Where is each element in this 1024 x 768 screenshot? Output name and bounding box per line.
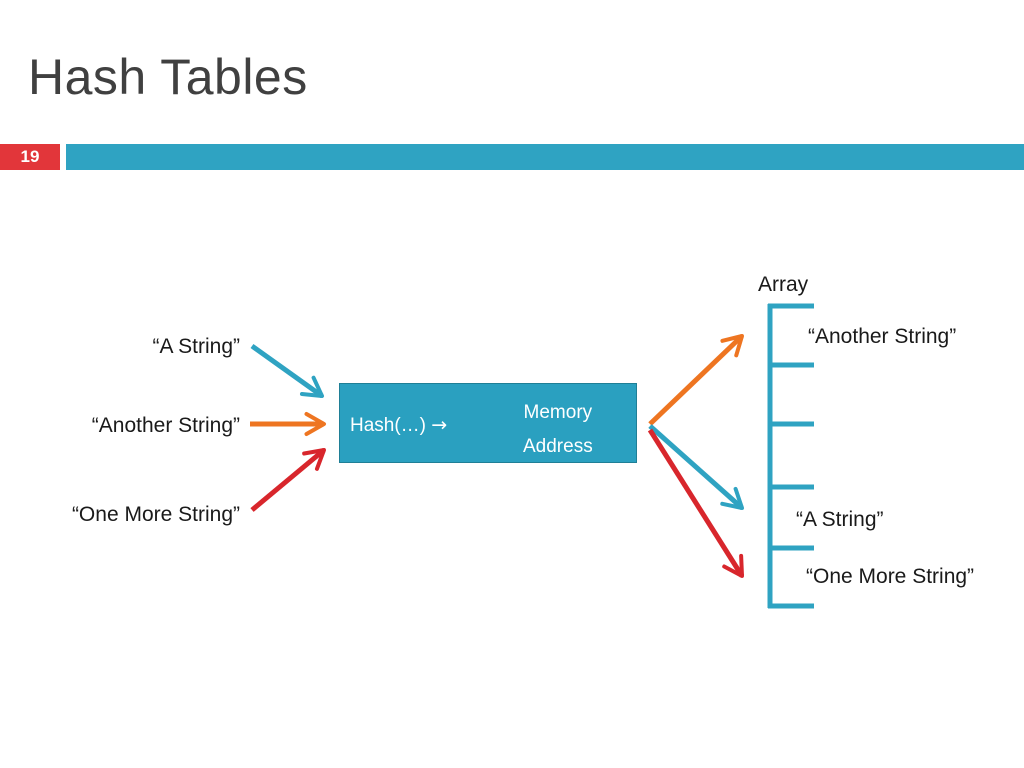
array-slot-3: “A String”	[796, 508, 884, 531]
arrow-a-string-out	[648, 424, 744, 510]
array-slot-0: “Another String”	[808, 325, 957, 348]
input-label-one-more-string: “One More String”	[71, 503, 240, 526]
hash-function-text: Hash(…)	[350, 415, 432, 436]
array-slot-4: “One More String”	[806, 565, 975, 588]
array-title: Array	[758, 273, 809, 296]
header-accent-bar	[66, 144, 1024, 170]
memory-address-line2: Address	[523, 436, 593, 457]
memory-address-label: Memory Address	[523, 396, 593, 464]
memory-address-line1: Memory	[523, 402, 593, 423]
arrow-one-more-string-out	[647, 428, 745, 578]
right-arrow-icon: →	[431, 414, 448, 436]
arrow-one-more-string-in	[250, 448, 326, 512]
input-label-a-string: “A String”	[152, 335, 240, 358]
hash-function-label: Hash(…) →	[350, 414, 447, 437]
slide-number: 19	[0, 144, 60, 170]
arrow-another-string-out	[648, 334, 744, 426]
arrow-a-string-in	[250, 343, 324, 399]
hash-function-box: Hash(…) → Memory Address	[339, 383, 637, 463]
slide-title: Hash Tables	[28, 49, 308, 105]
input-label-another-string: “Another String”	[91, 414, 240, 437]
array-bracket	[767, 303, 814, 609]
